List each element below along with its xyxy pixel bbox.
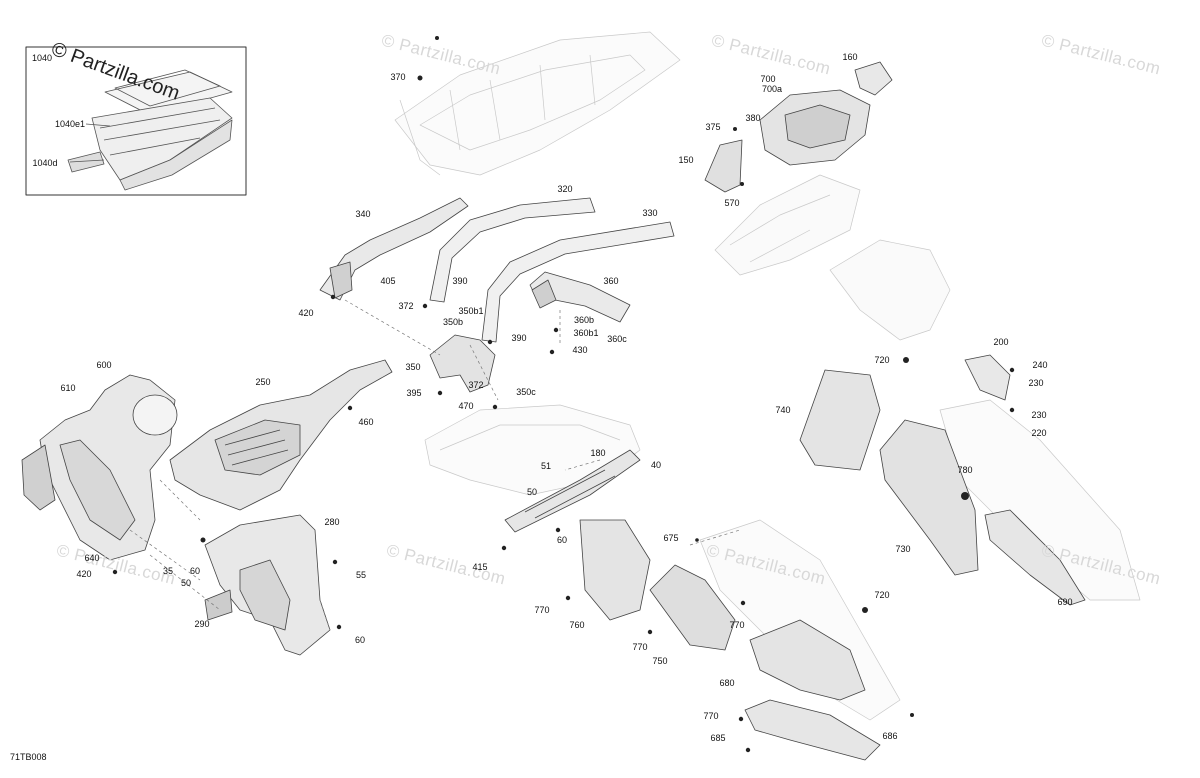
part-250-dashboard (169, 359, 393, 511)
callout-675[interactable]: 675 (663, 533, 679, 543)
callout-770[interactable]: 770 (703, 711, 719, 721)
callout-600[interactable]: 600 (96, 360, 112, 370)
callout-1040d[interactable]: 1040d (32, 158, 58, 168)
callout-1040[interactable]: 1040 (31, 53, 53, 63)
callout-430[interactable]: 430 (572, 345, 588, 355)
diagram-code: 71TB008 (10, 752, 47, 762)
inset-air-box-detail (25, 46, 247, 196)
callout-340[interactable]: 340 (355, 209, 371, 219)
callout-372[interactable]: 372 (468, 380, 484, 390)
callout-770[interactable]: 770 (534, 605, 550, 615)
callout-720[interactable]: 720 (874, 355, 890, 365)
callout-350b[interactable]: 350b (442, 317, 464, 327)
part-760-750-680-panels (579, 519, 881, 761)
callout-380[interactable]: 380 (745, 113, 761, 123)
callout-405[interactable]: 405 (380, 276, 396, 286)
callout-420[interactable]: 420 (298, 308, 314, 318)
callout-230[interactable]: 230 (1031, 410, 1047, 420)
fasteners (112, 36, 1015, 753)
callout-390[interactable]: 390 (511, 333, 527, 343)
callout-420[interactable]: 420 (76, 569, 92, 579)
callout-50[interactable]: 50 (526, 487, 538, 497)
part-600-console (21, 374, 178, 561)
callout-395[interactable]: 395 (406, 388, 422, 398)
callout-280[interactable]: 280 (324, 517, 340, 527)
callout-570[interactable]: 570 (724, 198, 740, 208)
callout-220[interactable]: 220 (1031, 428, 1047, 438)
callout-360[interactable]: 360 (603, 276, 619, 286)
part-740-730-panels (799, 354, 1086, 606)
callout-150[interactable]: 150 (678, 155, 694, 165)
callout-240[interactable]: 240 (1032, 360, 1048, 370)
callout-375[interactable]: 375 (705, 122, 721, 132)
callout-370[interactable]: 370 (390, 72, 406, 82)
callout-360b1[interactable]: 360b1 (573, 328, 599, 338)
callout-250[interactable]: 250 (255, 377, 271, 387)
callout-470[interactable]: 470 (458, 401, 474, 411)
roll-cage-tubes (429, 197, 675, 343)
part-40-crossmember (504, 449, 641, 533)
callout-60[interactable]: 60 (189, 566, 201, 576)
callout-290[interactable]: 290 (194, 619, 210, 629)
callout-700a[interactable]: 700a (761, 84, 783, 94)
callout-460[interactable]: 460 (358, 417, 374, 427)
part-700-dash-housing (704, 61, 893, 193)
callout-640[interactable]: 640 (84, 553, 100, 563)
callout-610[interactable]: 610 (60, 383, 76, 393)
callout-50[interactable]: 50 (180, 578, 192, 588)
callout-780[interactable]: 780 (957, 465, 973, 475)
callout-320[interactable]: 320 (557, 184, 573, 194)
callout-40[interactable]: 40 (650, 460, 662, 470)
callout-372[interactable]: 372 (398, 301, 414, 311)
callout-770[interactable]: 770 (729, 620, 745, 630)
callout-60[interactable]: 60 (354, 635, 366, 645)
callout-350[interactable]: 350 (405, 362, 421, 372)
callout-680[interactable]: 680 (719, 678, 735, 688)
callout-230[interactable]: 230 (1028, 378, 1044, 388)
callout-685[interactable]: 685 (710, 733, 726, 743)
part-360-support (529, 271, 631, 323)
callout-1040e1[interactable]: 1040e1 (54, 119, 86, 129)
part-280-frame (204, 514, 331, 656)
callout-51[interactable]: 51 (540, 461, 552, 471)
callout-760[interactable]: 760 (569, 620, 585, 630)
callout-770[interactable]: 770 (632, 642, 648, 652)
callout-750[interactable]: 750 (652, 656, 668, 666)
callout-686[interactable]: 686 (882, 731, 898, 741)
callout-700[interactable]: 700 (760, 74, 776, 84)
exploded-leader-lines (129, 299, 741, 631)
callout-200[interactable]: 200 (993, 337, 1009, 347)
callout-330[interactable]: 330 (642, 208, 658, 218)
part-350-bracket (429, 334, 496, 393)
callout-740[interactable]: 740 (775, 405, 791, 415)
callout-360b[interactable]: 360b (573, 315, 595, 325)
callout-160[interactable]: 160 (842, 52, 858, 62)
callout-180[interactable]: 180 (590, 448, 606, 458)
callout-415[interactable]: 415 (472, 562, 488, 572)
callout-350b1[interactable]: 350b1 (458, 306, 484, 316)
callout-390[interactable]: 390 (452, 276, 468, 286)
callout-60[interactable]: 60 (556, 535, 568, 545)
callout-690[interactable]: 690 (1057, 597, 1073, 607)
callout-720[interactable]: 720 (874, 590, 890, 600)
callout-360c[interactable]: 360c (607, 334, 627, 344)
callout-55[interactable]: 55 (355, 570, 367, 580)
part-340-bracket (319, 197, 469, 301)
callout-35[interactable]: 35 (162, 566, 174, 576)
callout-730[interactable]: 730 (895, 544, 911, 554)
callout-350c[interactable]: 350c (516, 387, 536, 397)
